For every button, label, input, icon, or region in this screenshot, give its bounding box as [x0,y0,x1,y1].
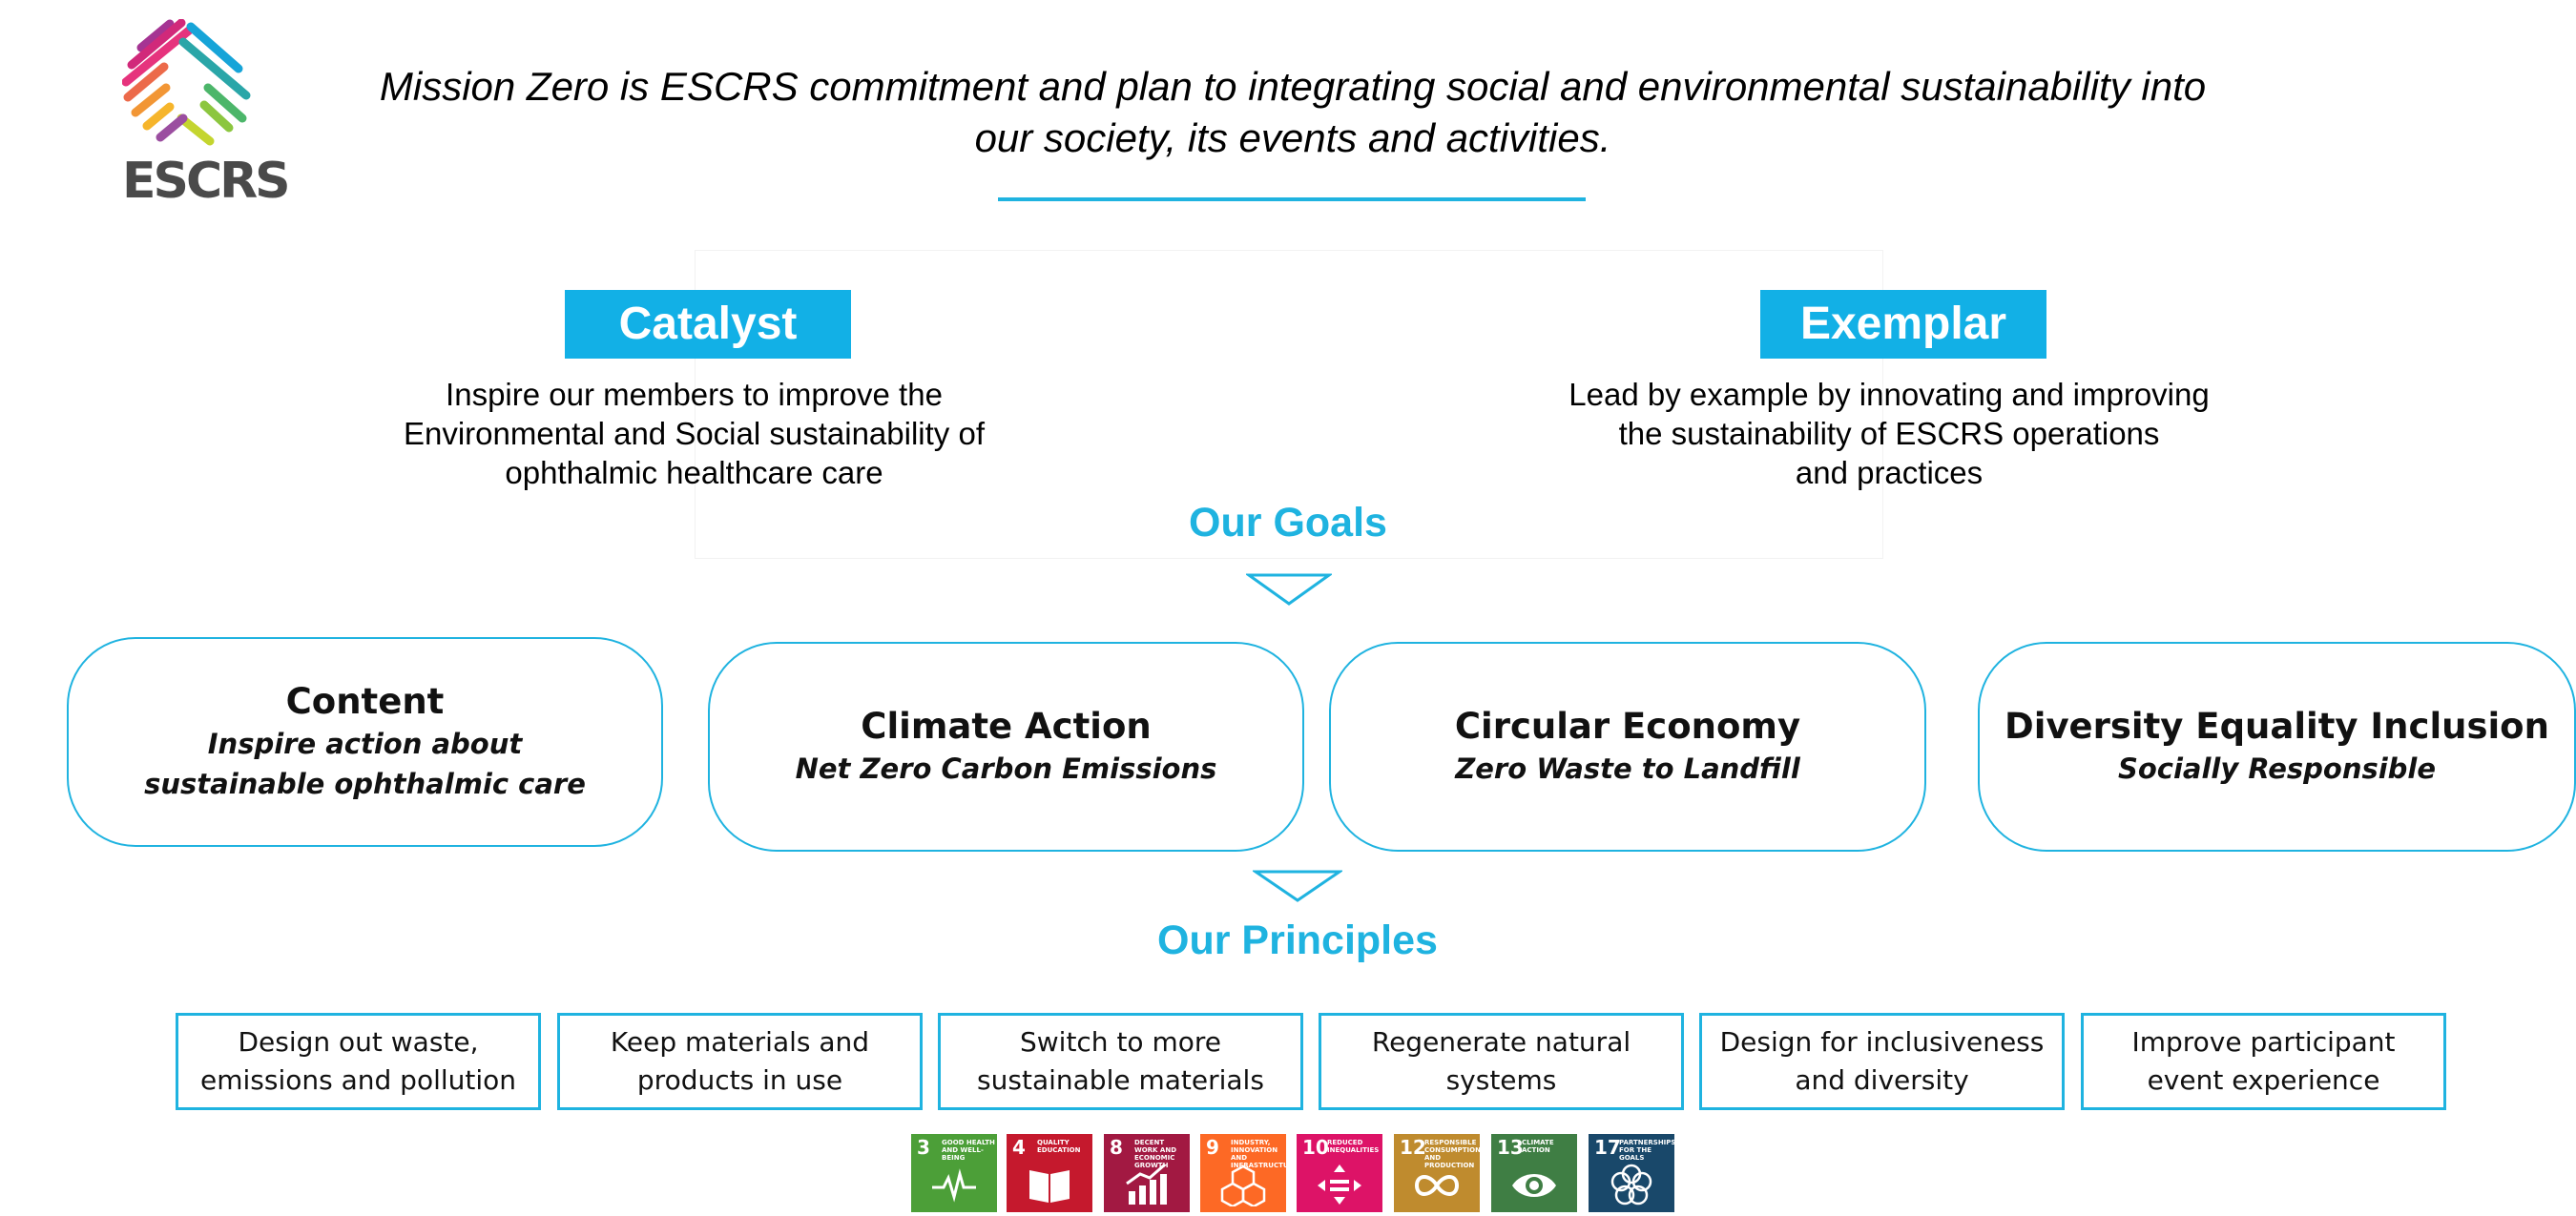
sdg-label: Good health and well-being [942,1139,995,1162]
cubes-icon [1220,1164,1266,1206]
escrs-logo: ESCRS [122,19,291,210]
sdg-label: Responsible consumption and production [1424,1139,1480,1169]
sdg-label: Decent work and economic growth [1134,1139,1177,1169]
eye-globe-icon [1512,1174,1556,1197]
principles-title: Our Principles [1157,917,1438,963]
principle-line: Design out waste, [238,1026,479,1058]
catalyst-line-3: ophthalmic healthcare care [505,455,883,490]
catalyst-description: Inspire our members to improve the Envir… [363,375,1026,492]
sdg-number: 12 [1400,1136,1426,1159]
sdg-number: 10 [1302,1136,1329,1159]
sdg-label: Reduced inequalities [1327,1139,1380,1154]
goal-climate-action: Climate Action Net Zero Carbon Emissions [708,642,1304,852]
sdg-number: 4 [1012,1136,1026,1159]
sdg-number: 3 [917,1136,930,1159]
book-icon [1029,1170,1070,1203]
goal-subtitle: Inspire action about sustainable ophthal… [144,728,586,800]
principle-line: sustainable materials [977,1064,1264,1096]
sdg-number: 8 [1110,1136,1123,1159]
sdg-tile-3: 3 Good health and well-being [911,1134,997,1212]
down-triangle-icon [1246,573,1332,606]
principle-line: Improve participant [2131,1026,2396,1058]
sdg-tile-13: 13 Climate action [1491,1134,1577,1212]
down-triangle-icon [1253,870,1342,902]
sdg-label: Industry, innovation and infrastructure [1231,1139,1286,1169]
exemplar-heading: Exemplar [1760,290,2046,359]
sdg-tile-10: 10 Reduced inequalities [1297,1134,1382,1212]
sdg-tile-9: 9 Industry, innovation and infrastructur… [1200,1134,1286,1212]
catalyst-line-1: Inspire our members to improve the [446,377,943,412]
principle-line: Keep materials and [610,1026,870,1058]
principle-box: Keep materials and products in use [557,1013,923,1110]
exemplar-line-2: the sustainability of ESCRS operations [1618,416,2160,451]
goal-title: Content [285,681,445,722]
goal-subtitle: Net Zero Carbon Emissions [795,752,1217,785]
principle-line: Regenerate natural [1371,1026,1631,1058]
principle-line: Design for inclusiveness [1719,1026,2045,1058]
sdg-label: Climate action [1522,1139,1554,1154]
principle-box: Switch to more sustainable materials [938,1013,1303,1110]
sdg-tile-4: 4 Quality education [1007,1134,1092,1212]
goal-circular-economy: Circular Economy Zero Waste to Landfill [1329,642,1926,852]
heartbeat-icon [932,1168,976,1203]
mission-line-1: Mission Zero is ESCRS commitment and pla… [379,64,2207,109]
exemplar-description: Lead by example by innovating and improv… [1507,375,2271,492]
goal-subtitle: Zero Waste to Landfill [1455,752,1800,785]
goals-title: Our Goals [1189,500,1387,546]
sdg-number: 9 [1206,1136,1219,1159]
sdg-tile-12: 12 Responsible consumption and productio… [1394,1134,1480,1212]
infinity-icon [1414,1175,1460,1196]
principle-line: products in use [636,1064,843,1096]
goal-diversity-equality-inclusion: Diversity Equality Inclusion Socially Re… [1978,642,2576,852]
catalyst-line-2: Environmental and Social sustainability … [403,416,985,451]
principle-box: Regenerate natural systems [1319,1013,1684,1110]
principle-box: Design out waste, emissions and pollution [176,1013,541,1110]
principle-box: Design for inclusiveness and diversity [1699,1013,2065,1110]
sdg-label: Partnerships for the goals [1619,1139,1674,1162]
goal-subtitle: Socially Responsible [2117,752,2437,785]
principle-line: Switch to more [1019,1026,1221,1058]
sdg-tile-8: 8 Decent work and economic growth [1104,1134,1190,1212]
principle-box: Improve participant event experience [2081,1013,2446,1110]
sdg-number: 13 [1497,1136,1524,1159]
growth-chart-icon [1126,1163,1167,1205]
principle-line: and diversity [1795,1064,1969,1096]
goal-title: Climate Action [861,706,1152,747]
goal-title: Diversity Equality Inclusion [2005,706,2549,747]
mission-underline [998,197,1586,201]
principle-line: emissions and pollution [199,1064,517,1096]
goal-content: Content Inspire action about sustainable… [67,637,663,847]
exemplar-line-3: and practices [1795,455,1984,490]
logo-wordmark: ESCRS [122,153,291,210]
equality-icon [1318,1164,1361,1205]
exemplar-line-1: Lead by example by innovating and improv… [1568,377,2210,412]
principle-line: event experience [2147,1064,2380,1096]
flower-rings-icon [1610,1164,1652,1206]
mission-statement: Mission Zero is ESCRS commitment and pla… [258,61,2328,164]
logo-mark-icon [122,19,251,146]
sdg-label: Quality education [1037,1139,1081,1154]
principle-line: systems [1445,1064,1557,1096]
sdg-tile-17: 17 Partnerships for the goals [1589,1134,1674,1212]
mission-line-2: our society, its events and activities. [974,115,1611,160]
goal-title: Circular Economy [1454,706,1801,747]
goals-frame [695,250,1883,559]
sdg-number: 17 [1594,1136,1621,1159]
catalyst-heading: Catalyst [565,290,851,359]
